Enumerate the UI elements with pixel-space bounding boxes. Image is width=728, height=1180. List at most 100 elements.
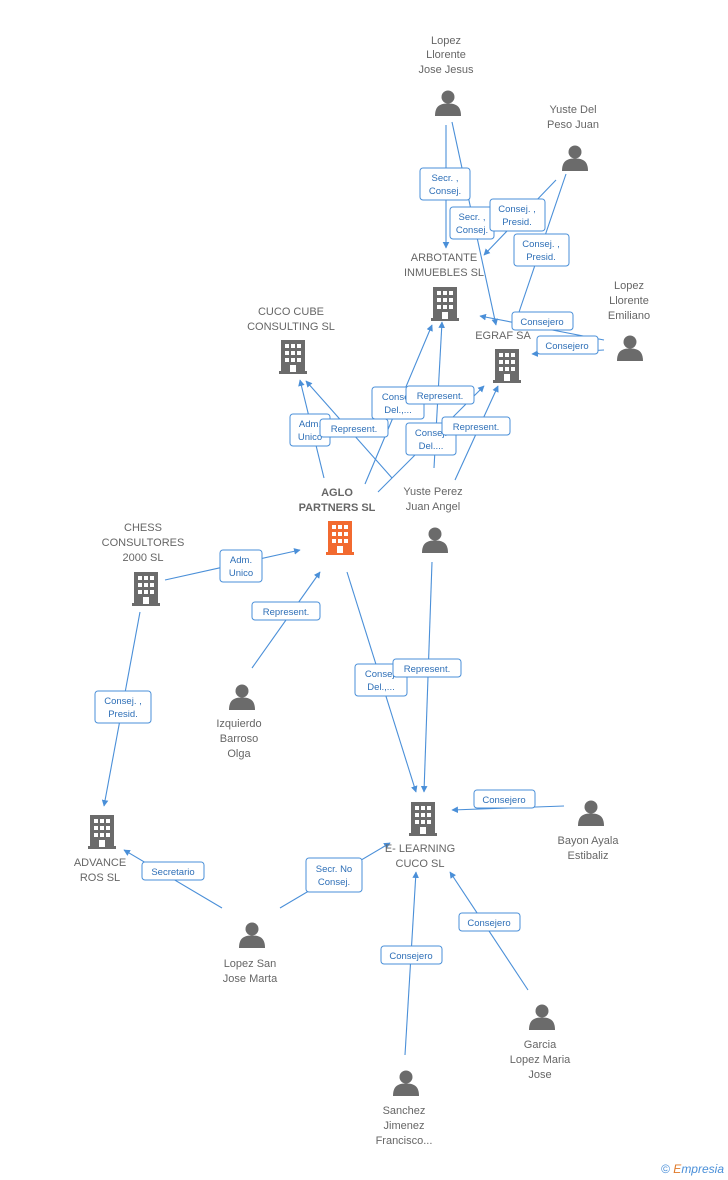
svg-text:Del....: Del.... <box>419 441 444 452</box>
svg-text:Jimenez: Jimenez <box>384 1120 425 1132</box>
edge-label-e12[interactable]: Represent. <box>441 416 511 436</box>
svg-text:Secr. ,: Secr. , <box>459 212 486 223</box>
svg-text:Emiliano: Emiliano <box>608 310 650 322</box>
edge-label-e8[interactable]: Represent. <box>319 418 389 438</box>
svg-text:Secr. No: Secr. No <box>316 864 352 875</box>
svg-text:E- LEARNING: E- LEARNING <box>385 843 455 855</box>
svg-text:EGRAF SA: EGRAF SA <box>475 330 531 342</box>
svg-text:Estibaliz: Estibaliz <box>568 850 609 862</box>
svg-text:ARBOTANTE: ARBOTANTE <box>411 252 477 264</box>
svg-text:Consej.: Consej. <box>456 225 488 236</box>
node-garcia[interactable]: Garcia Lopez Maria Jose <box>510 1004 571 1082</box>
node-izquierdo[interactable]: Izquierdo Barroso Olga <box>216 684 262 761</box>
svg-text:Del.,...: Del.,... <box>367 682 394 693</box>
edge-label-e19[interactable]: Secretario <box>141 861 205 881</box>
edge-labels: Secr. , Consej. Secr. , Consej. Consej. … <box>94 167 599 965</box>
node-elearning[interactable]: E- LEARNING CUCO SL <box>385 802 455 870</box>
edge-label-e2[interactable]: Secr. , Consej. <box>449 206 495 240</box>
svg-text:INMUEBLES SL: INMUEBLES SL <box>404 267 484 279</box>
node-arbotante[interactable]: ARBOTANTE INMUEBLES SL <box>404 252 484 321</box>
node-advance[interactable]: ADVANCE ROS SL <box>74 815 126 884</box>
building-icon <box>88 815 116 849</box>
svg-text:Del.,...: Del.,... <box>384 405 411 416</box>
brand-initial: E <box>673 1162 682 1176</box>
copyright-symbol: © <box>661 1162 670 1176</box>
svg-text:Lopez San: Lopez San <box>224 958 277 970</box>
svg-text:Jose Marta: Jose Marta <box>223 973 278 985</box>
node-yuste-del-peso[interactable]: Yuste Del Peso Juan <box>547 104 599 171</box>
svg-text:Jose: Jose <box>528 1069 551 1081</box>
svg-text:Consej.: Consej. <box>382 392 414 403</box>
footer-brand: © Empresia <box>661 1162 724 1176</box>
building-icon <box>279 340 307 374</box>
svg-text:Represent.: Represent. <box>453 422 499 433</box>
edge-label-e17[interactable]: Represent. <box>392 658 462 678</box>
svg-text:Lopez: Lopez <box>431 35 461 47</box>
person-icon <box>393 1070 419 1096</box>
person-icon <box>229 684 255 710</box>
building-icon <box>326 521 354 555</box>
person-icon <box>239 922 265 948</box>
svg-text:Represent.: Represent. <box>263 607 309 618</box>
svg-text:CONSULTING SL: CONSULTING SL <box>247 321 335 333</box>
building-icon <box>409 802 437 836</box>
edge-label-e20[interactable]: Secr. No Consej. <box>305 857 363 893</box>
svg-text:Jose Jesus: Jose Jesus <box>418 64 474 76</box>
svg-text:ADVANCE: ADVANCE <box>74 857 126 869</box>
nodes: Lopez Llorente Jose Jesus Yuste Del Peso… <box>74 35 650 1147</box>
edge-label-e5[interactable]: Consejero <box>511 311 574 331</box>
node-aglo-main[interactable]: AGLO PARTNERS SL <box>299 487 376 555</box>
edge-label-e10[interactable]: Represent. <box>405 385 475 405</box>
svg-text:Llorente: Llorente <box>426 49 466 61</box>
building-icon <box>493 349 521 383</box>
svg-text:AGLO: AGLO <box>321 487 353 499</box>
edge-label-e6[interactable]: Consejero <box>536 335 599 355</box>
edge-label-e4[interactable]: Consej. , Presid. <box>513 233 570 267</box>
svg-text:Izquierdo: Izquierdo <box>216 718 261 730</box>
node-lopez-jesus[interactable]: Lopez Llorente Jose Jesus <box>418 35 474 116</box>
svg-text:Yuste Perez: Yuste Perez <box>403 486 462 498</box>
svg-text:Secr. ,: Secr. , <box>432 173 459 184</box>
edge-label-e18[interactable]: Consejero <box>473 789 536 809</box>
edge-label-e3[interactable]: Consej. , Presid. <box>489 198 546 232</box>
node-cuco-cube[interactable]: CUCO CUBE CONSULTING SL <box>247 306 335 374</box>
svg-text:Presid.: Presid. <box>526 252 556 263</box>
svg-text:Francisco...: Francisco... <box>376 1135 433 1147</box>
edge-label-e22[interactable]: Consejero <box>458 912 521 932</box>
node-chess[interactable]: CHESS CONSULTORES 2000 SL <box>102 522 185 606</box>
svg-text:Garcia: Garcia <box>524 1039 557 1051</box>
svg-text:Consej. ,: Consej. , <box>522 239 560 250</box>
edge-label-e1[interactable]: Secr. , Consej. <box>419 167 471 201</box>
svg-text:Consejero: Consejero <box>467 918 510 929</box>
svg-text:Secretario: Secretario <box>151 867 194 878</box>
node-egraf[interactable]: EGRAF SA <box>475 330 531 383</box>
building-icon <box>132 572 160 606</box>
edge-label-e13[interactable]: Adm. Unico <box>219 549 263 583</box>
svg-text:Consej. ,: Consej. , <box>104 696 142 707</box>
svg-text:Unico: Unico <box>298 432 322 443</box>
person-icon <box>529 1004 555 1030</box>
svg-text:Peso Juan: Peso Juan <box>547 119 599 131</box>
svg-text:CONSULTORES: CONSULTORES <box>102 537 185 549</box>
svg-text:Unico: Unico <box>229 568 253 579</box>
building-icon <box>431 287 459 321</box>
node-lopez-san-jose[interactable]: Lopez San Jose Marta <box>223 922 278 986</box>
edge-label-e15[interactable]: Consej. , Presid. <box>94 690 152 724</box>
svg-text:Bayon Ayala: Bayon Ayala <box>558 835 620 847</box>
edge-label-e21[interactable]: Consejero <box>380 945 443 965</box>
node-bayon[interactable]: Bayon Ayala Estibaliz <box>558 800 620 863</box>
svg-text:PARTNERS SL: PARTNERS SL <box>299 502 376 514</box>
edge-label-e14[interactable]: Represent. <box>251 601 321 621</box>
brand-name: mpresia <box>681 1162 724 1176</box>
node-sanchez[interactable]: Sanchez Jimenez Francisco... <box>376 1070 433 1148</box>
svg-text:Represent.: Represent. <box>404 664 450 675</box>
svg-text:Consejero: Consejero <box>482 795 525 806</box>
svg-text:CHESS: CHESS <box>124 522 162 534</box>
person-icon <box>422 527 448 553</box>
svg-text:Consej.: Consej. <box>415 428 447 439</box>
node-yuste-perez[interactable]: Yuste Perez Juan Angel <box>403 486 463 553</box>
person-icon <box>578 800 604 826</box>
node-lopez-emiliano[interactable]: Lopez Llorente Emiliano <box>608 280 650 361</box>
svg-text:Consej. ,: Consej. , <box>498 204 536 215</box>
